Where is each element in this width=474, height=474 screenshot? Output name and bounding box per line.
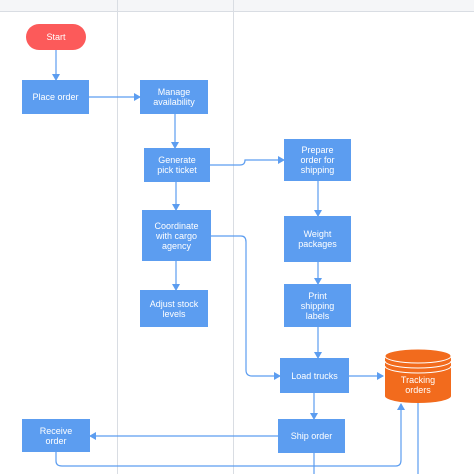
lane-header-strip bbox=[0, 0, 474, 12]
coordinate-cargo-node[interactable]: Coordinate with cargo agency bbox=[142, 210, 211, 261]
lane-divider bbox=[117, 0, 118, 474]
prepare-order-node[interactable]: Prepare order for shipping bbox=[284, 139, 351, 181]
edge-generate-to-prepare bbox=[210, 156, 285, 166]
edge-coordinate-to-load bbox=[211, 235, 281, 380]
database-cylinder bbox=[384, 348, 452, 403]
ship-order-node[interactable]: Ship order bbox=[278, 419, 345, 453]
receive-order-node[interactable]: Receive order bbox=[22, 419, 90, 452]
place-order-node[interactable]: Place order bbox=[22, 80, 89, 114]
load-trucks-node[interactable]: Load trucks bbox=[280, 358, 349, 393]
weight-packages-node[interactable]: Weight packages bbox=[284, 216, 351, 262]
lane-divider bbox=[233, 0, 234, 474]
start-node[interactable]: Start bbox=[26, 24, 86, 50]
tracking-orders-label[interactable]: Tracking orders bbox=[400, 375, 436, 395]
edge-receive-to-tracking bbox=[55, 403, 405, 467]
generate-pick-ticket-node[interactable]: Generate pick ticket bbox=[144, 148, 210, 182]
print-labels-node[interactable]: Print shipping labels bbox=[284, 284, 351, 327]
manage-availability-node[interactable]: Manage availability bbox=[140, 80, 208, 114]
adjust-stock-node[interactable]: Adjust stock levels bbox=[140, 290, 208, 327]
